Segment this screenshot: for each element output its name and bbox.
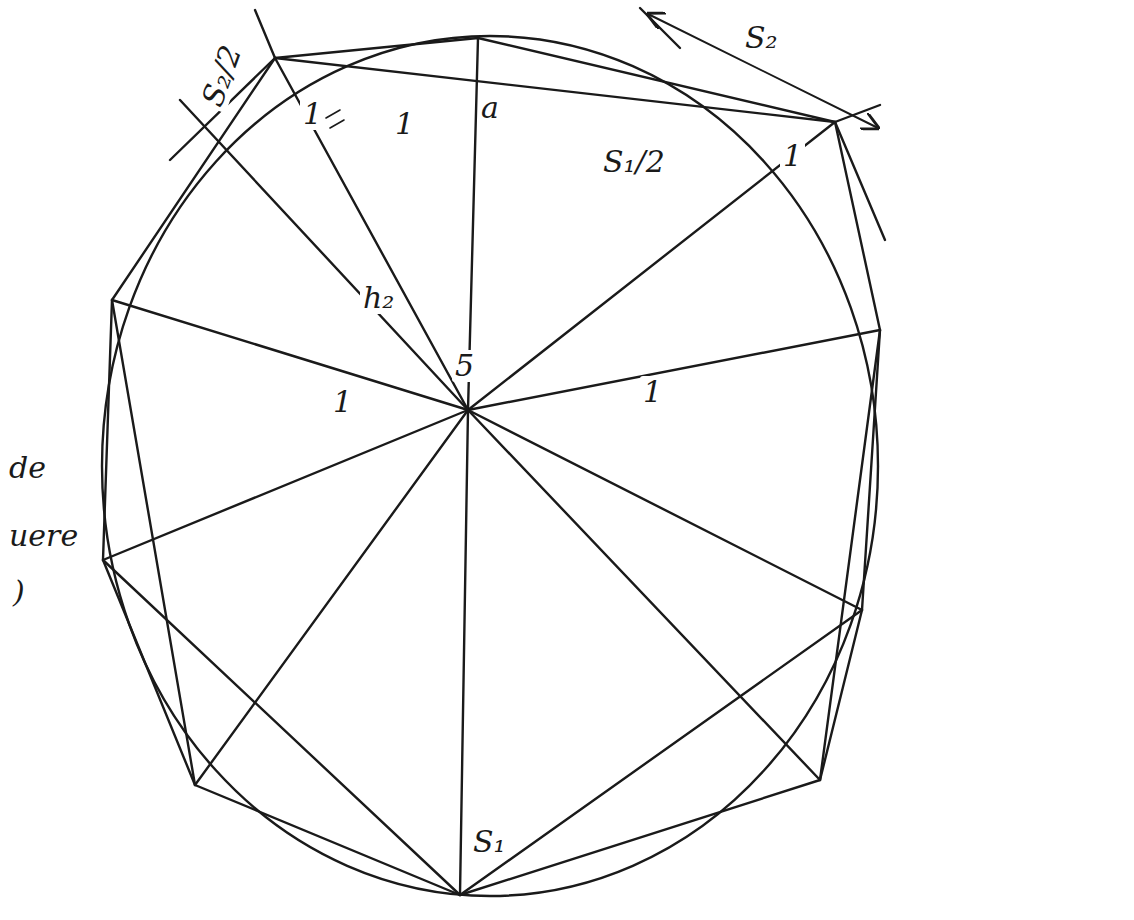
inscribed-polygon [103,38,880,895]
length-label: 1 [300,98,325,130]
dimension-label: S₁/2 [600,146,668,178]
chord-lines [103,58,880,895]
height-label: h₂ [360,282,397,314]
radius-label: 5 [452,350,477,382]
margin-note: ) [10,576,28,608]
length-label: 1 [640,376,665,408]
length-label: 1 [392,108,417,140]
side-label: S₁ [470,826,509,858]
circle [102,36,878,896]
radius-lines [103,38,880,895]
length-label: 1 [780,140,805,172]
dimension-arrow [648,14,878,128]
tick-marks [326,110,344,128]
margin-note: uere [6,520,81,552]
extension-lines [170,8,885,240]
dimension-label: S₂ [742,22,781,54]
margin-note: de [6,452,49,484]
dimension-label: S₂/2 [195,39,248,114]
side-label: a [478,92,502,124]
length-label: 1 [330,386,355,418]
